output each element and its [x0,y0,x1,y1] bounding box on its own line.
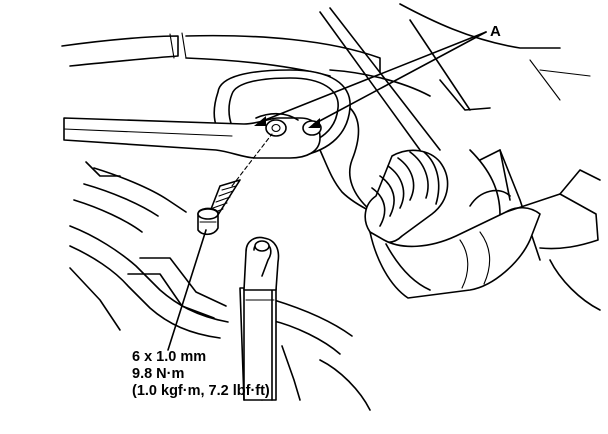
bellows-boot [364,149,449,244]
mounting-bolt [197,179,241,236]
fastener-torque-alt: (1.0 kgf·m, 7.2 lbf·ft) [132,383,270,399]
bolt-alignment-line [231,133,273,187]
upper-background-lines [61,3,591,261]
bolt-leader-line [167,229,207,351]
right-shaft [369,149,601,311]
fastener-spec: 6 x 1.0 mm 9.8 N·m (1.0 kgf·m, 7.2 lbf·f… [132,349,270,400]
control-rod [63,112,322,159]
lower-clip-bracket [239,236,280,401]
callout-a-label: A [490,23,501,40]
callout-a-leaders [254,31,487,128]
lower-tubing [69,161,371,411]
fastener-torque-nm: 9.8 N·m [132,366,185,382]
fastener-size: 6 x 1.0 mm [132,349,207,365]
